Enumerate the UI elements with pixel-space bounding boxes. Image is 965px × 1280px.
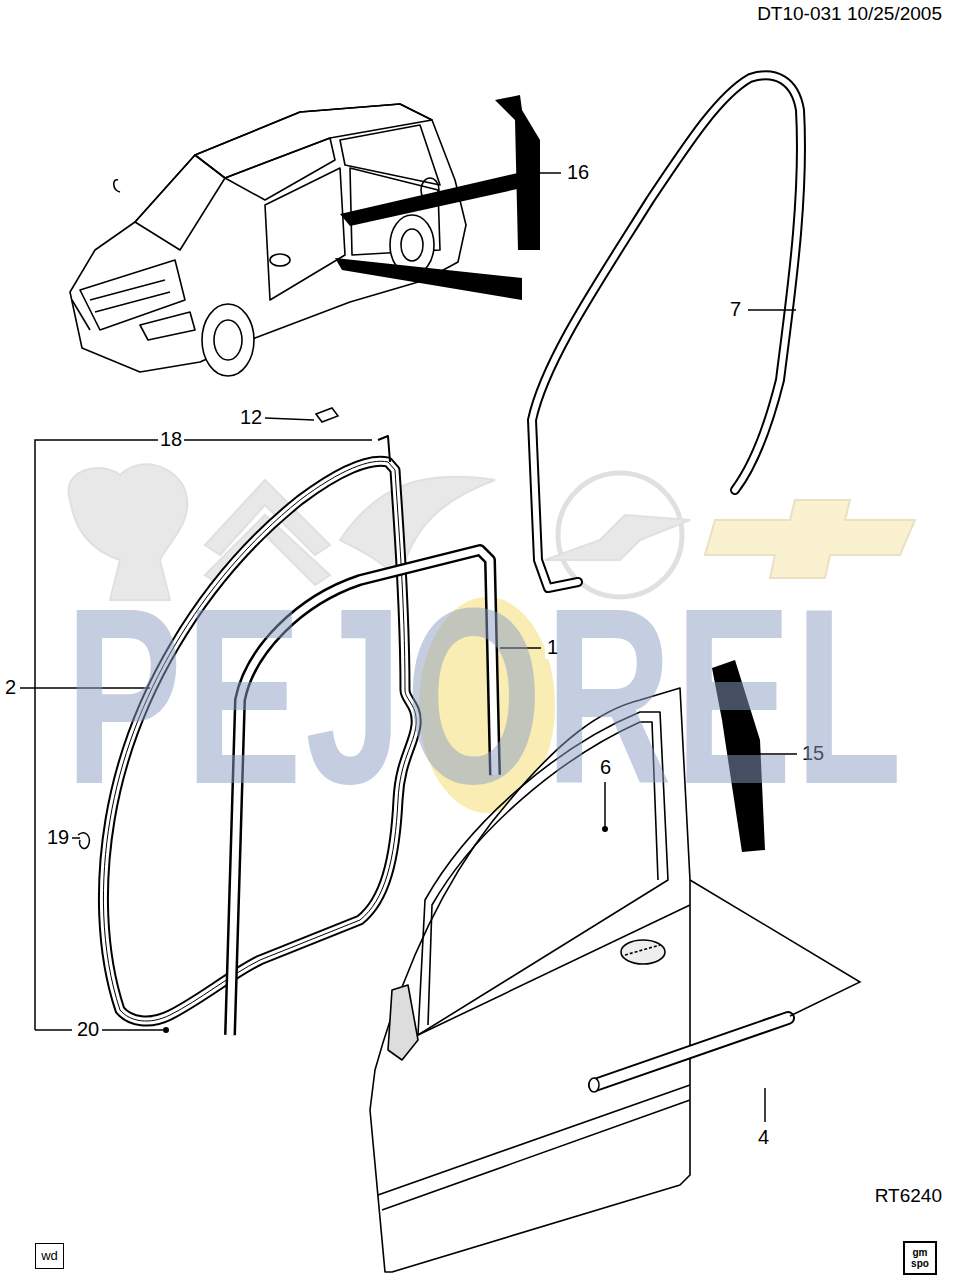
box-text: gm spo — [909, 1247, 931, 1269]
strip-4 — [589, 1078, 599, 1092]
door-seal-2 — [378, 436, 390, 462]
car-illustration — [270, 254, 290, 266]
watermark-logos — [545, 515, 690, 560]
fastener-dot — [602, 826, 608, 832]
leader-lines — [533, 172, 561, 174]
callout-number: 18 — [158, 428, 184, 451]
front-door — [378, 1085, 690, 1195]
header-code: DT10-031 10/25/2005 — [757, 3, 942, 25]
weatherstrip-16 — [340, 172, 522, 226]
front-door — [418, 905, 690, 1035]
leader-lines — [265, 418, 314, 420]
weatherstrip-16 — [335, 95, 540, 300]
watermark-logos — [68, 464, 187, 600]
callout-number: 19 — [45, 826, 71, 849]
strip-4 — [595, 1018, 788, 1085]
code-box: wd — [35, 1243, 64, 1269]
car-illustration — [202, 304, 254, 376]
callout-number: 2 — [3, 676, 18, 699]
leader-lines — [690, 880, 860, 1016]
leader-lines — [764, 1088, 766, 1122]
car-illustration — [80, 260, 185, 330]
front-door — [382, 1100, 690, 1210]
seal-7 — [532, 75, 801, 588]
front-door — [621, 940, 665, 964]
callout-number: 4 — [756, 1126, 771, 1149]
front-door — [625, 945, 660, 955]
door-seal-2 — [78, 833, 89, 849]
callout-number: 20 — [75, 1018, 101, 1041]
callout-number: 16 — [565, 161, 591, 184]
drawing-number: RT6240 — [875, 1185, 942, 1207]
front-door — [388, 985, 418, 1060]
car-illustration — [72, 300, 90, 330]
car-illustration — [70, 104, 466, 372]
leader-lines — [748, 309, 796, 311]
callout-number: 7 — [728, 298, 743, 321]
logo-box: gm spo — [903, 1241, 937, 1275]
car-illustration — [140, 312, 195, 340]
fastener-dot — [163, 1027, 169, 1033]
leader-lines — [316, 408, 338, 422]
car-illustration — [401, 229, 423, 261]
seal-7 — [532, 75, 801, 588]
watermark-text: PEJOREL — [65, 582, 905, 812]
car-illustration — [265, 168, 345, 300]
chevrolet-watermark — [705, 500, 915, 578]
car-illustration — [70, 104, 466, 376]
car-illustration — [214, 320, 242, 360]
strip-4 — [595, 1018, 788, 1085]
callout-number: 12 — [238, 406, 264, 429]
car-illustration — [95, 292, 170, 312]
leader-lines — [72, 837, 80, 839]
leader-lines — [35, 1029, 72, 1031]
car-illustration — [195, 104, 432, 178]
chevrolet-watermark — [705, 500, 915, 578]
leader-lines — [102, 1029, 163, 1031]
box-text: wd — [41, 1249, 58, 1263]
car-illustration — [135, 155, 225, 250]
strip-4 — [589, 1018, 788, 1092]
weatherstrip-16 — [335, 258, 522, 300]
seal-7 — [532, 75, 801, 588]
car-illustration — [114, 180, 120, 192]
